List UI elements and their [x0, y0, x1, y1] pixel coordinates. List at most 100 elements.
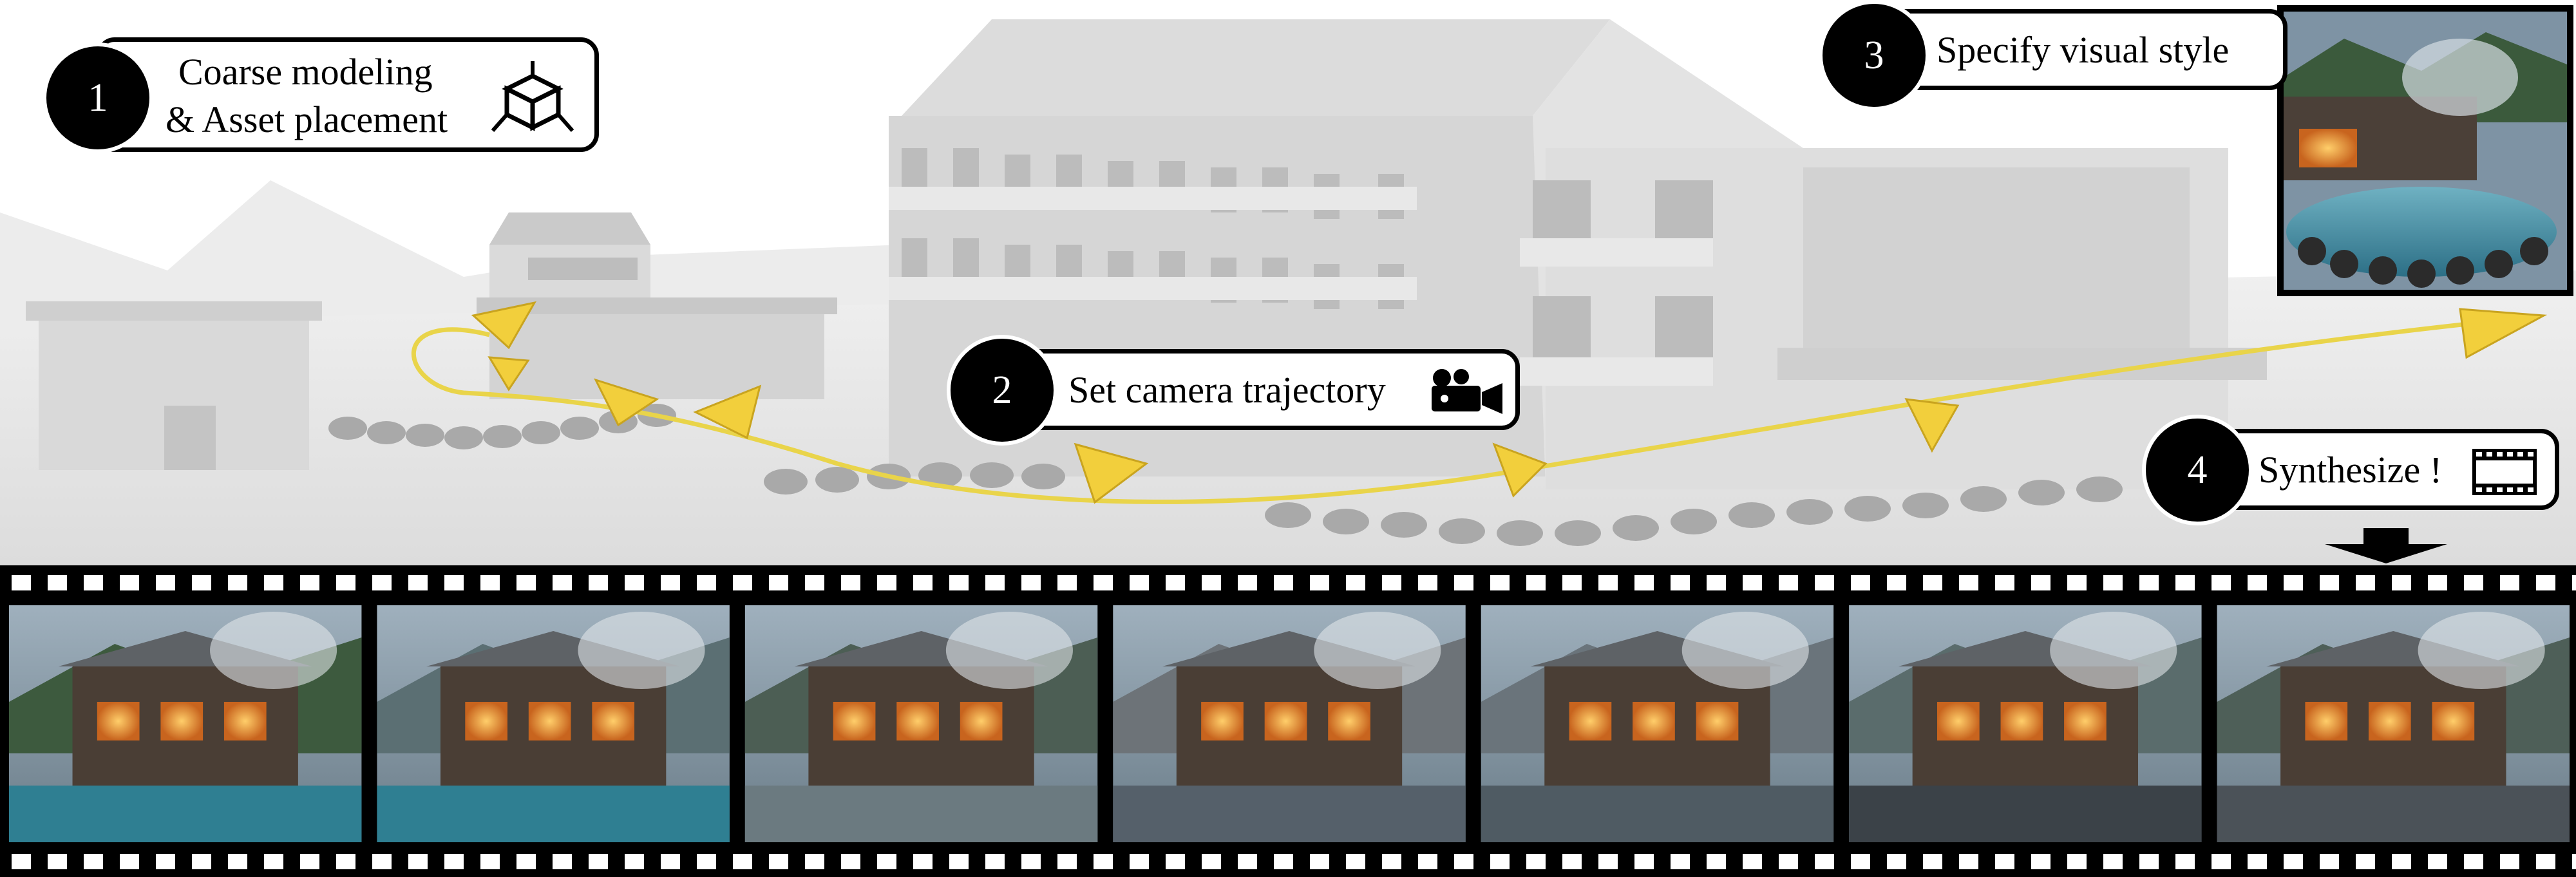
film-perforation	[1671, 575, 1690, 590]
step-2-number-badge: 2	[947, 335, 1057, 446]
film-perforation	[2067, 854, 2087, 869]
film-perforation	[2428, 854, 2447, 869]
camera-pose-8	[2459, 308, 2548, 359]
film-perforation	[156, 854, 175, 869]
film-perforation	[1021, 854, 1041, 869]
film-perforation	[1057, 854, 1077, 869]
film-perforation	[336, 854, 355, 869]
down-arrow	[2325, 528, 2447, 563]
video-camera-icon	[1432, 369, 1502, 414]
film-perforation	[733, 854, 752, 869]
film-perforation	[84, 575, 103, 590]
film-perforation	[1274, 854, 1293, 869]
film-perforation	[1743, 575, 1762, 590]
film-perforation	[1562, 854, 1582, 869]
film-perforation	[1959, 575, 1978, 590]
film-perforation	[2139, 575, 2159, 590]
film-perforation	[1671, 854, 1690, 869]
film-perforation	[300, 575, 319, 590]
style-reference-image	[2277, 5, 2573, 296]
step-1-line2: & Asset placement	[166, 99, 448, 140]
film-perforation	[2103, 575, 2123, 590]
step-2-callout: Set camera trajectory	[1011, 349, 1520, 430]
film-perforation	[2248, 575, 2267, 590]
film-perforation	[1634, 854, 1654, 869]
film-perforation	[264, 575, 283, 590]
film-perforation	[48, 575, 67, 590]
film-perforation	[1310, 854, 1329, 869]
film-perforation	[1382, 575, 1401, 590]
step-3-label: Specify visual style	[1937, 29, 2230, 71]
film-perforation	[841, 854, 860, 869]
film-frame-5	[1481, 605, 1834, 842]
film-perforation	[2320, 854, 2339, 869]
film-perforation	[228, 575, 247, 590]
film-perforation	[589, 575, 608, 590]
film-perforation	[1959, 854, 1978, 869]
film-perforation	[1454, 854, 1473, 869]
film-perforation	[1887, 854, 1906, 869]
step-3-callout: Specify visual style	[1868, 9, 2287, 90]
film-perforation	[444, 575, 464, 590]
film-perforation	[2392, 575, 2411, 590]
film-perforation	[697, 575, 716, 590]
film-strip-icon	[2472, 449, 2537, 495]
film-frame-6	[1849, 605, 2202, 842]
film-perforation	[661, 575, 680, 590]
film-perforation	[2464, 854, 2483, 869]
film-perforation	[2139, 854, 2159, 869]
film-perforation	[1923, 854, 1942, 869]
film-perforation	[1634, 575, 1654, 590]
film-perforation	[300, 854, 319, 869]
film-perforation	[1418, 575, 1437, 590]
film-perforation	[913, 854, 933, 869]
film-perforation	[48, 854, 67, 869]
film-perforation	[1815, 575, 1834, 590]
step-2-label: Set camera trajectory	[1068, 369, 1386, 411]
film-perforation	[192, 575, 211, 590]
film-perforation	[264, 854, 283, 869]
step-4-number-badge: 4	[2142, 415, 2253, 525]
film-perforation	[2031, 854, 2050, 869]
film-frame-4	[1113, 605, 1466, 842]
film-perforation	[1815, 854, 1834, 869]
film-perforation	[949, 575, 969, 590]
film-perforation	[1202, 575, 1221, 590]
film-perforation	[661, 854, 680, 869]
film-perforation	[2067, 575, 2087, 590]
film-perforation	[1130, 575, 1149, 590]
step-4-label: Synthesize !	[2259, 449, 2443, 491]
film-perforation	[2031, 575, 2050, 590]
film-perforation	[228, 854, 247, 869]
film-perforation	[2356, 575, 2375, 590]
film-perforation	[1526, 575, 1546, 590]
film-perforation	[985, 854, 1005, 869]
film-perforation	[2356, 854, 2375, 869]
film-perforation	[949, 854, 969, 869]
film-perforation	[1130, 854, 1149, 869]
film-perforation	[1995, 575, 2014, 590]
film-perforation	[1166, 575, 1185, 590]
film-perforation	[769, 854, 788, 869]
film-perforation	[1021, 575, 1041, 590]
film-perforation	[1490, 854, 1510, 869]
film-perforation	[1490, 575, 1510, 590]
film-perforation	[841, 575, 860, 590]
film-perforation	[769, 575, 788, 590]
film-perforation	[1779, 854, 1798, 869]
film-perforation	[1851, 575, 1870, 590]
film-perforation	[2392, 854, 2411, 869]
film-perforation	[408, 854, 428, 869]
film-perforation	[12, 575, 31, 590]
film-perforation	[2248, 854, 2267, 869]
film-perforation	[553, 854, 572, 869]
film-perforation	[2500, 854, 2519, 869]
film-perforation	[553, 575, 572, 590]
film-perforation	[336, 575, 355, 590]
film-perforation	[2464, 575, 2483, 590]
film-perforation	[589, 854, 608, 869]
film-perforation	[120, 575, 139, 590]
film-perforation	[1166, 854, 1185, 869]
camera-pose-1	[471, 301, 536, 350]
film-perforation	[1310, 575, 1329, 590]
